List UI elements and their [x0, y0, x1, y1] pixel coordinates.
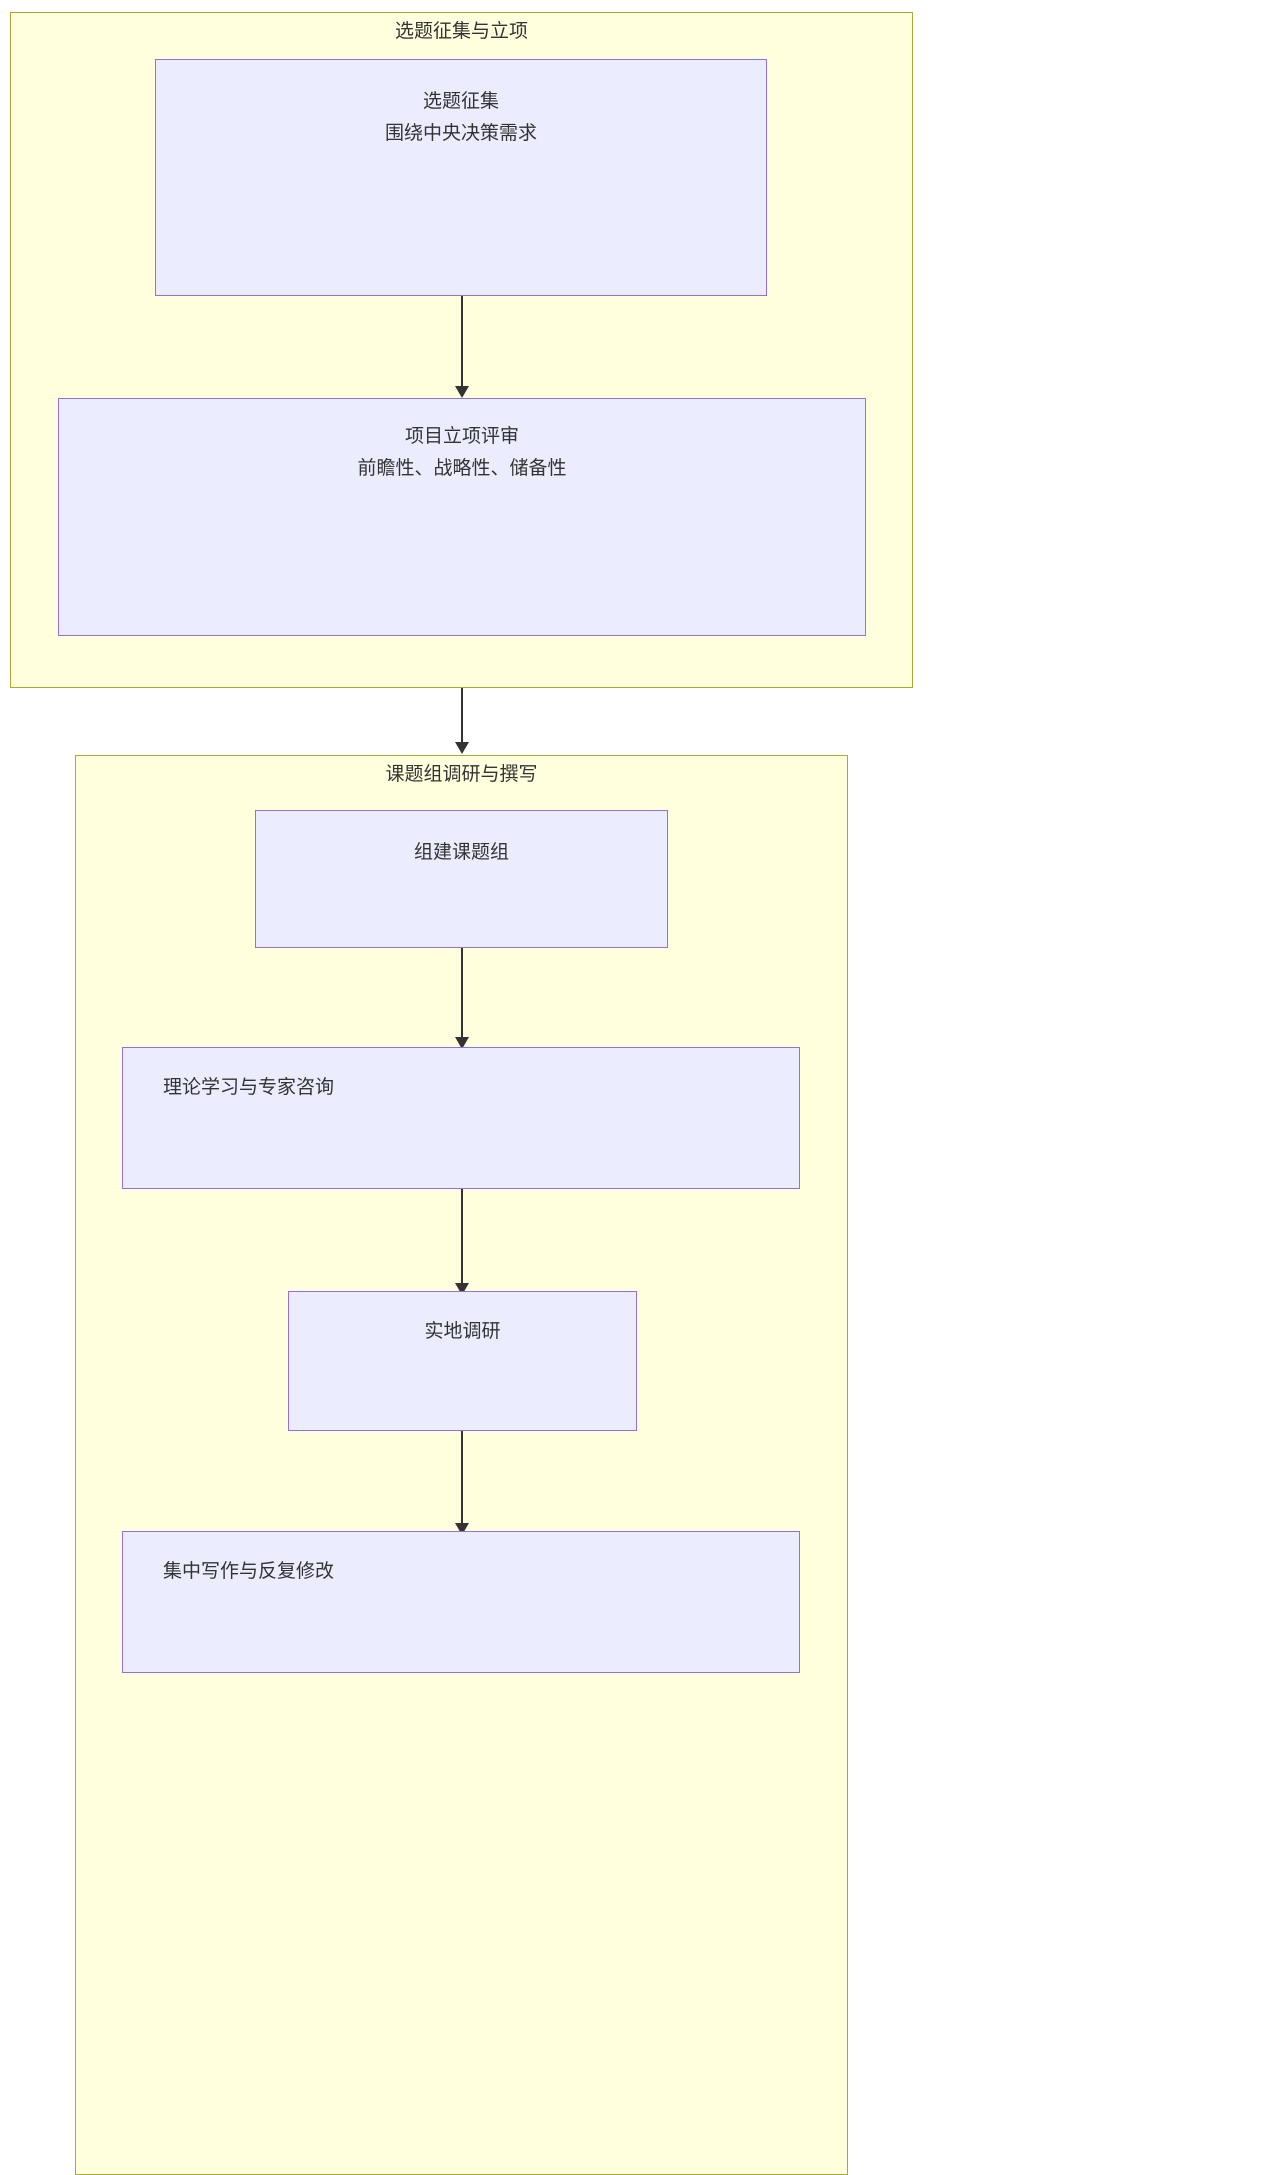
node-intensive-writing-and-revision-label: 集中写作与反复修改	[163, 1561, 335, 1582]
node-intensive-writing-and-revision[interactable]: 集中写作与反复修改	[122, 1531, 800, 1673]
node-project-approval-review-label-line-2: 前瞻性、战略性、储备性	[357, 458, 567, 479]
node-form-research-group-label: 组建课题组	[413, 842, 509, 863]
node-topic-collection[interactable]: 选题征集 围绕中央决策需求	[155, 59, 767, 296]
node-field-research[interactable]: 实地调研	[288, 1291, 637, 1431]
node-theory-study-and-expert-consultation-label: 理论学习与专家咨询	[163, 1077, 335, 1098]
edge-form-group-to-theory-study-arrowhead	[455, 1037, 469, 1049]
edge-cluster1-to-cluster2	[461, 688, 463, 748]
cluster-2-title: 课题组调研与撰写	[385, 764, 538, 785]
edge-field-research-to-writing	[461, 1431, 463, 1529]
edge-topic-collection-to-project-review	[461, 296, 463, 392]
edge-topic-collection-to-project-review-arrowhead	[455, 386, 469, 398]
cluster-1-title: 选题征集与立项	[394, 21, 528, 42]
node-theory-study-and-expert-consultation[interactable]: 理论学习与专家咨询	[122, 1047, 800, 1189]
edge-theory-study-to-field-research	[461, 1189, 463, 1289]
node-topic-collection-label-line-2: 围绕中央决策需求	[384, 123, 537, 144]
node-field-research-label: 实地调研	[424, 1321, 501, 1342]
edge-cluster1-to-cluster2-arrowhead	[455, 742, 469, 754]
node-project-approval-review[interactable]: 项目立项评审 前瞻性、战略性、储备性	[58, 398, 866, 636]
node-topic-collection-label-line-1: 选题征集	[422, 91, 499, 112]
node-form-research-group[interactable]: 组建课题组	[255, 810, 668, 948]
node-project-approval-review-label-line-1: 项目立项评审	[404, 426, 519, 447]
edge-form-group-to-theory-study	[461, 948, 463, 1043]
